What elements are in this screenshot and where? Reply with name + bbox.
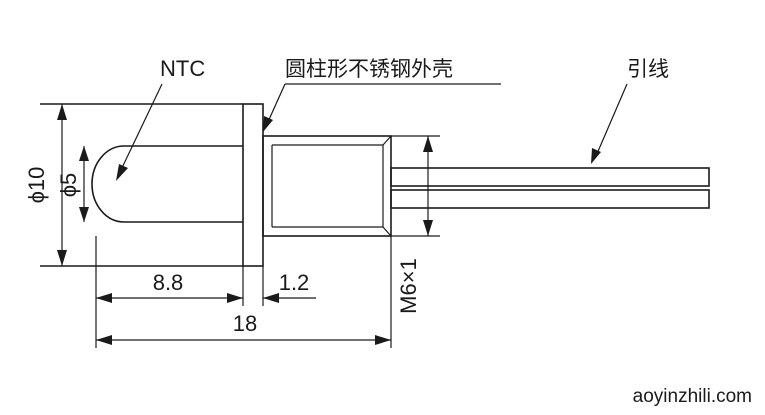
leader-housing: 圆柱形不锈钢外壳 <box>263 57 501 132</box>
dia-outer-label: ϕ10 <box>24 167 49 204</box>
dimension-dia-inner: ϕ5 <box>56 146 89 222</box>
dimension-len-flange: 1.2 <box>263 270 316 303</box>
dimension-len-total: 18 <box>96 311 391 345</box>
leader-lead: 引线 <box>591 57 669 164</box>
dimension-dia-outer: ϕ10 <box>24 104 67 266</box>
ntc-label: NTC <box>160 56 205 81</box>
leader-ntc: NTC <box>116 56 205 181</box>
thread-label: M6×1 <box>396 258 421 314</box>
thread-chamfer-bottom <box>382 226 392 237</box>
ntc-probe-tip <box>91 145 243 223</box>
housing-label: 圆柱形不锈钢外壳 <box>285 57 453 81</box>
len-head-label: 8.8 <box>153 270 184 295</box>
dimension-len-head: 8.8 <box>96 270 243 303</box>
len-flange-label: 1.2 <box>279 270 310 295</box>
watermark: aoyinzhili.com <box>633 386 752 407</box>
len-total-label: 18 <box>233 311 257 336</box>
sensor-body <box>40 103 710 267</box>
lead-wire-upper <box>390 167 710 187</box>
threaded-section <box>262 135 392 237</box>
lead-label: 引线 <box>627 57 669 81</box>
extension-lines <box>95 236 392 348</box>
lead-wire-lower <box>390 189 710 209</box>
thread-chamfer-top <box>382 135 392 146</box>
flange <box>242 103 264 267</box>
dimension-thread: M6×1 <box>391 135 440 314</box>
dia-inner-label: ϕ5 <box>56 173 81 198</box>
